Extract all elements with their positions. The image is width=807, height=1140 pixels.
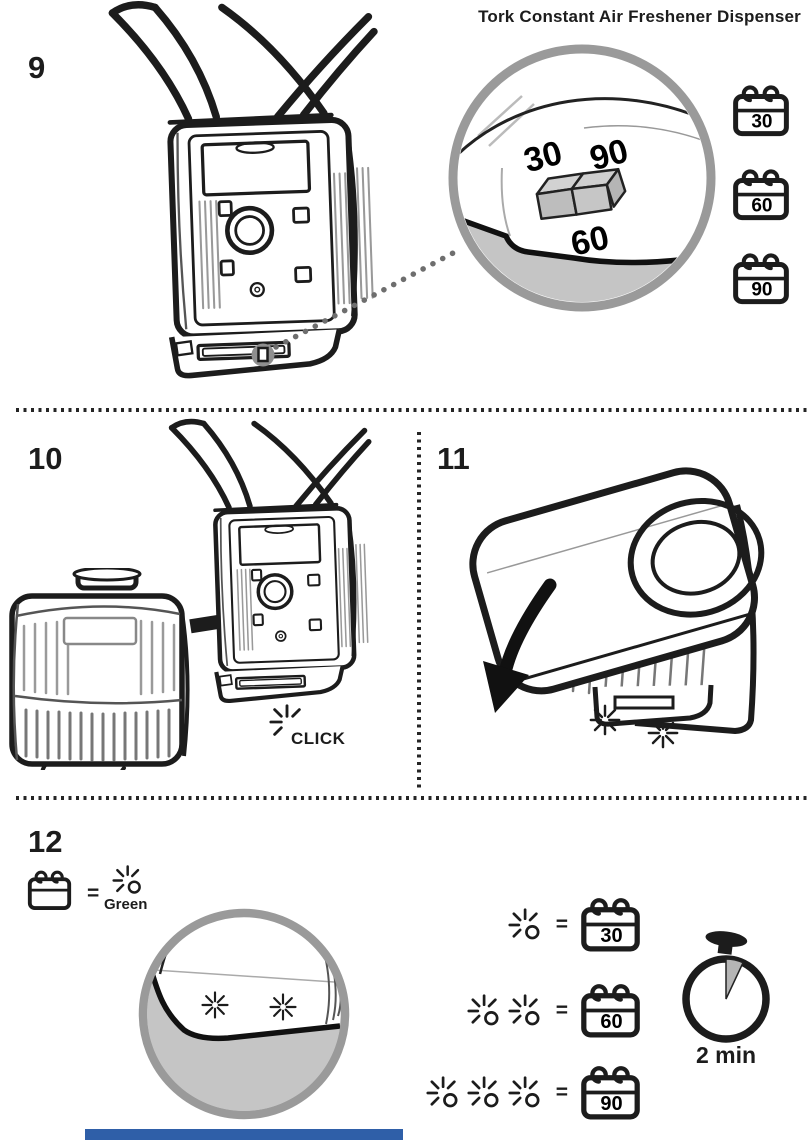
dial-label-60: 60 (568, 218, 613, 263)
calendar-60-icon: 60 (580, 983, 641, 1039)
green-led-blink-icon (112, 864, 145, 897)
page-title: Tork Constant Air Freshener Dispenser (478, 7, 801, 26)
blink-group (467, 993, 544, 1029)
flash-icon-left (588, 703, 622, 737)
blink-icon (508, 1075, 544, 1111)
calendar-60-value: 60 (751, 195, 772, 216)
blink-icon (508, 993, 544, 1029)
calendar-30-value: 30 (751, 111, 772, 132)
step11-number: 11 (437, 441, 470, 476)
day-selector-switch (535, 167, 627, 221)
blink-icon (467, 993, 503, 1029)
flash-icon-right (646, 716, 680, 750)
step10-number: 10 (28, 441, 63, 476)
dispenser-open-illustration-small (150, 418, 375, 708)
equation-row-90: = 90 (393, 1064, 641, 1122)
close-arrow-icon (483, 661, 529, 713)
blink-icon (426, 1075, 462, 1111)
svg-text:60: 60 (600, 1011, 622, 1033)
step9-number: 9 (28, 50, 46, 85)
switch-magnifier: 30 90 60 (448, 44, 716, 312)
calendar-90-value: 90 (751, 279, 772, 300)
legend-equals: = (87, 882, 100, 905)
equals-sign: = (555, 913, 568, 936)
equals-sign: = (555, 1081, 568, 1104)
timer-icon (682, 931, 770, 1043)
refill-cartridge-illustration (9, 568, 190, 770)
calendar-90-icon: 90 (580, 1065, 641, 1121)
section-divider-top (16, 408, 807, 412)
calendar-30-icon: 30 (580, 897, 641, 953)
close-cover-illustration (469, 467, 765, 735)
blink-icon (467, 1075, 503, 1111)
calendar-30-icon: 30 (732, 84, 790, 138)
equation-row-60: = 60 (393, 982, 641, 1040)
blink-icon (508, 907, 544, 943)
calendar-icon-legend (27, 870, 72, 911)
click-label: CLICK (291, 729, 346, 748)
section-divider-vertical (417, 432, 421, 788)
step12-number: 12 (28, 824, 63, 859)
bottom-blue-bar (85, 1129, 403, 1140)
svg-text:30: 30 (600, 925, 622, 947)
led-magnifier (138, 908, 350, 1120)
blink-group (426, 1075, 544, 1111)
section-divider-bottom (16, 796, 807, 800)
zoom-leader-dots (251, 249, 458, 367)
green-label: Green (104, 896, 148, 913)
svg-text:90: 90 (600, 1093, 622, 1115)
equation-row-30: = 30 (393, 896, 641, 954)
calendar-90-icon: 90 (732, 252, 790, 306)
equals-sign: = (555, 999, 568, 1022)
blink-group (508, 907, 544, 943)
calendar-60-icon: 60 (732, 168, 790, 222)
timer-label: 2 min (695, 1042, 757, 1068)
